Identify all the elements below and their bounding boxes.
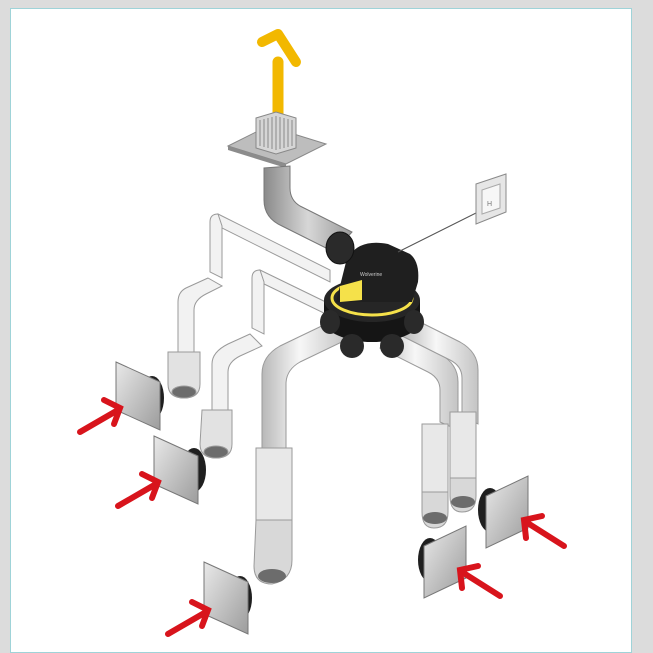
unit-brand-label: Wolverine — [360, 272, 382, 278]
intake-arrow-icon — [168, 602, 208, 634]
intake-arrow-icon — [80, 400, 120, 432]
intake-arrow-icon — [118, 474, 158, 506]
front-left-duct — [254, 322, 346, 584]
intake-arrow-icon — [460, 566, 500, 596]
left-upper-duct — [168, 214, 330, 398]
wall-switch-icon: H — [476, 174, 506, 224]
roof-terminal — [228, 112, 326, 168]
control-cable — [398, 212, 478, 252]
intake-vent — [168, 562, 252, 634]
intake-vent — [478, 476, 564, 548]
intake-vent — [118, 436, 206, 506]
switch-label: H — [487, 201, 492, 208]
exhaust-arrow-icon — [262, 34, 296, 118]
intake-arrow-icon — [524, 516, 564, 546]
intake-vent — [80, 362, 164, 432]
